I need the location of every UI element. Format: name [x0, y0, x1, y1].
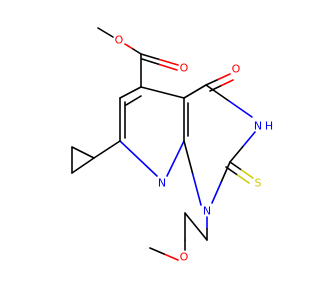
bond-c2-s [236, 174, 250, 184]
atom-o-ether: O [180, 251, 189, 264]
bond-cyclopropyl [71, 157, 95, 174]
bond-c2-n1 [211, 181, 222, 204]
bond-n1-c8a [183, 140, 194, 174]
bond-o-c [132, 48, 142, 55]
bonds [71, 27, 256, 261]
bond-c4-n3 [205, 84, 230, 102]
atom-labels: O O O N H S N N O [115, 34, 273, 264]
bond-n1-c8a [191, 172, 202, 206]
bond-cyclopropyl [71, 146, 95, 159]
bond-c-o-double [141, 58, 161, 66]
bond-n3-c2 [241, 131, 256, 148]
bond-n3-c2 [229, 146, 244, 163]
bond-ring [119, 140, 158, 177]
bond-c2-s [240, 169, 254, 179]
bond-c-o-double [140, 53, 161, 61]
bond-ring [183, 84, 207, 99]
atom-h-nh: H [265, 120, 273, 133]
atom-s-thione: S [255, 177, 262, 190]
bond-ring [119, 86, 142, 99]
bond-c4-o [205, 78, 219, 86]
bond-methyl-o [97, 27, 114, 38]
atom-o-ester-carbonyl: O [180, 62, 189, 75]
atom-n-nh: N [254, 120, 262, 133]
bond-o-c [124, 43, 134, 50]
bond-c-o-double [158, 63, 178, 71]
bond-c4-o [217, 73, 231, 81]
bond-c2-n1 [220, 161, 231, 184]
molecule-structure: O O O N H S N N O [71, 27, 273, 264]
bond-cyclopropyl [93, 140, 121, 159]
bond-ring [125, 95, 142, 106]
bond-c4-n3 [228, 100, 253, 118]
bond-chain [184, 212, 208, 241]
bond-c2-s [229, 161, 243, 171]
atom-n-ring: N [158, 177, 166, 190]
bond-ring [140, 86, 185, 99]
atom-o-ester-top: O [115, 34, 124, 47]
bond-o-methyl [163, 253, 179, 261]
atom-o-ring-carbonyl: O [232, 63, 241, 76]
bond-o-methyl [149, 247, 165, 255]
bond-ring [166, 140, 185, 177]
bond-c-o-double [158, 58, 179, 66]
bond-c4-o [220, 79, 234, 87]
atom-n-alkyl: N [203, 205, 211, 218]
